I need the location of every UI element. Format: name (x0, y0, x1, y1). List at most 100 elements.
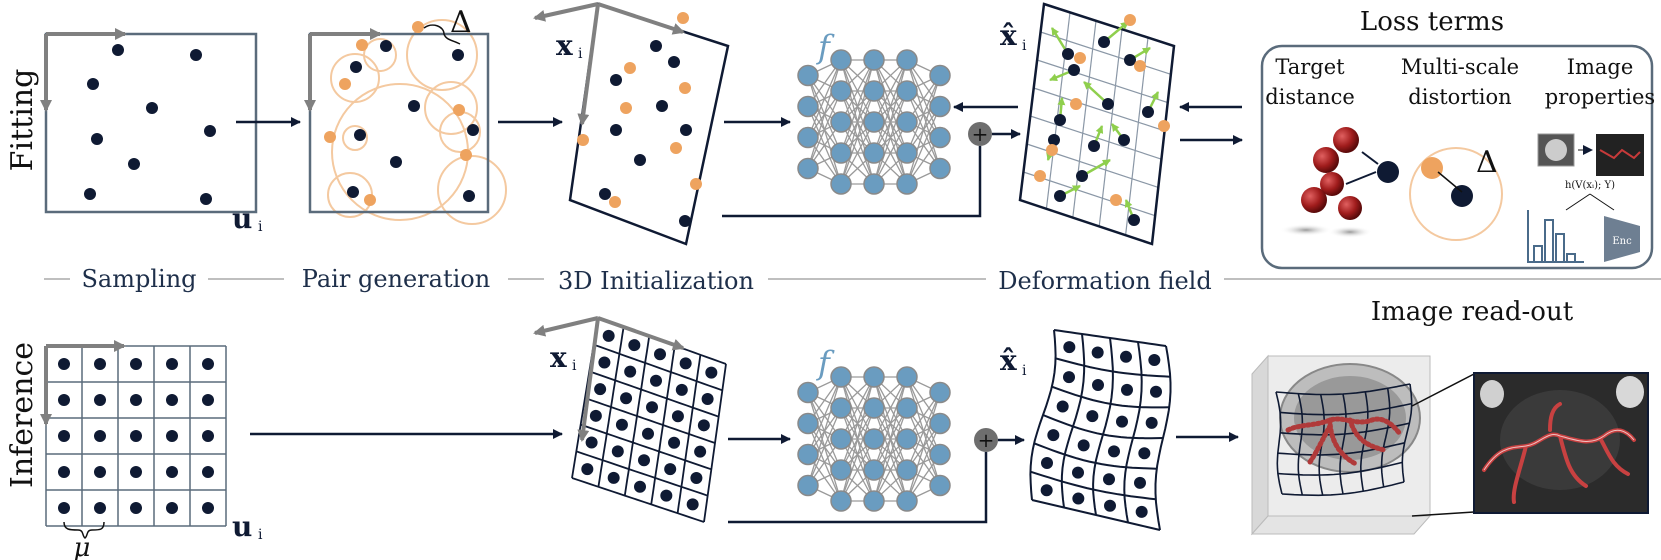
grid-point (671, 410, 684, 423)
network-node (830, 459, 852, 481)
grid-point (1040, 484, 1053, 497)
network-node (863, 173, 885, 195)
network-edge (906, 106, 941, 185)
vessel-tree (1285, 416, 1403, 467)
u-symbol: u (232, 202, 252, 235)
sampling-panel: u i (40, 28, 263, 235)
x-hat-symbol: x̂ (1000, 19, 1017, 52)
grid-point (1150, 385, 1162, 398)
network-node (830, 428, 852, 450)
source-point (1134, 60, 1146, 72)
grid-point (94, 466, 106, 478)
network-node (830, 173, 852, 195)
network-edge (906, 392, 941, 502)
network-node (896, 428, 918, 450)
grid-point (1091, 346, 1104, 359)
grid-point (130, 394, 142, 406)
encoder-icon (1604, 216, 1640, 262)
stage-label-initialization: 3D Initialization (558, 267, 754, 295)
target-distance-label-1: Target (1275, 55, 1345, 79)
grid-line (1033, 87, 1165, 132)
grid-line (1380, 388, 1391, 488)
grid-point (166, 466, 178, 478)
grid-point (660, 489, 673, 502)
network-node (863, 111, 885, 133)
network-node (896, 459, 918, 481)
grid-point (628, 339, 641, 352)
grid-point (202, 430, 214, 442)
target-point (1102, 98, 1114, 110)
zoom-line-top (1411, 373, 1475, 407)
grid-point (202, 466, 214, 478)
x-subscript-inference: i (572, 358, 577, 374)
target-point (1054, 114, 1066, 126)
target-point (1124, 54, 1136, 66)
network-node (929, 381, 951, 404)
grid-point (1138, 447, 1151, 460)
grid-line (593, 343, 723, 392)
grid-line (1040, 31, 1172, 75)
source-point (1046, 144, 1058, 156)
grid-point (58, 358, 70, 370)
grid-line (576, 450, 708, 497)
mu-brace (63, 521, 105, 539)
row-label-fitting: Fitting (5, 69, 40, 172)
network-edge (873, 59, 908, 185)
u-subscript: i (258, 219, 263, 235)
network-node (929, 412, 951, 435)
source-point (1158, 120, 1170, 132)
network-node (896, 490, 918, 512)
image-properties-illustration: h(V(xᵢ); Y) Enc (1527, 133, 1644, 263)
grid-point (1121, 383, 1133, 396)
plus-node-inference: + (974, 428, 998, 452)
grid-line (1339, 393, 1347, 495)
grid-point (598, 356, 611, 369)
grid-line (1401, 383, 1413, 483)
grid-point (642, 427, 654, 440)
target-point (1068, 64, 1080, 76)
grid-point (94, 502, 106, 514)
source-point (1074, 52, 1086, 64)
grid-line (1030, 470, 1156, 501)
grid-point (1134, 476, 1146, 489)
network-node (863, 428, 885, 450)
grid-point (1135, 505, 1148, 518)
network-node (863, 366, 885, 388)
loss-terms-panel: Loss terms Target distance Multi-scale d… (1260, 7, 1655, 270)
grid-point (1056, 400, 1069, 413)
network-node (797, 474, 819, 497)
grid-point (1047, 429, 1060, 442)
grid-point (611, 445, 624, 458)
network-node (929, 64, 951, 87)
target-point (1142, 106, 1154, 118)
x-symbol-inference: x (550, 341, 567, 374)
network-node (863, 490, 885, 512)
network-edge (873, 376, 908, 471)
stage-label-pair-generation: Pair generation (302, 265, 490, 293)
row-label-inference: Inference (5, 342, 40, 488)
encoder-label: Enc (1612, 236, 1632, 247)
target-point (1076, 170, 1088, 182)
network-node (863, 80, 885, 102)
source-point (1034, 170, 1046, 182)
network-node (830, 49, 852, 71)
u-symbol-inference: u (232, 510, 252, 543)
network-node (896, 173, 918, 195)
plus-node-fitting: + (968, 122, 992, 146)
network-edge (840, 438, 875, 502)
network-edge (807, 407, 842, 486)
zoom-line-bottom (1411, 511, 1475, 517)
network-edge (840, 59, 875, 154)
network-edge (840, 121, 875, 185)
network-edge (840, 59, 875, 123)
network-node (896, 49, 918, 71)
grid-point (697, 419, 710, 432)
network-node (797, 412, 819, 435)
network-edge (807, 376, 842, 455)
grid-point (615, 418, 628, 431)
grid-point (1086, 410, 1099, 423)
grid-point (664, 463, 677, 476)
grid-point (705, 366, 718, 379)
network-edge (873, 121, 908, 185)
